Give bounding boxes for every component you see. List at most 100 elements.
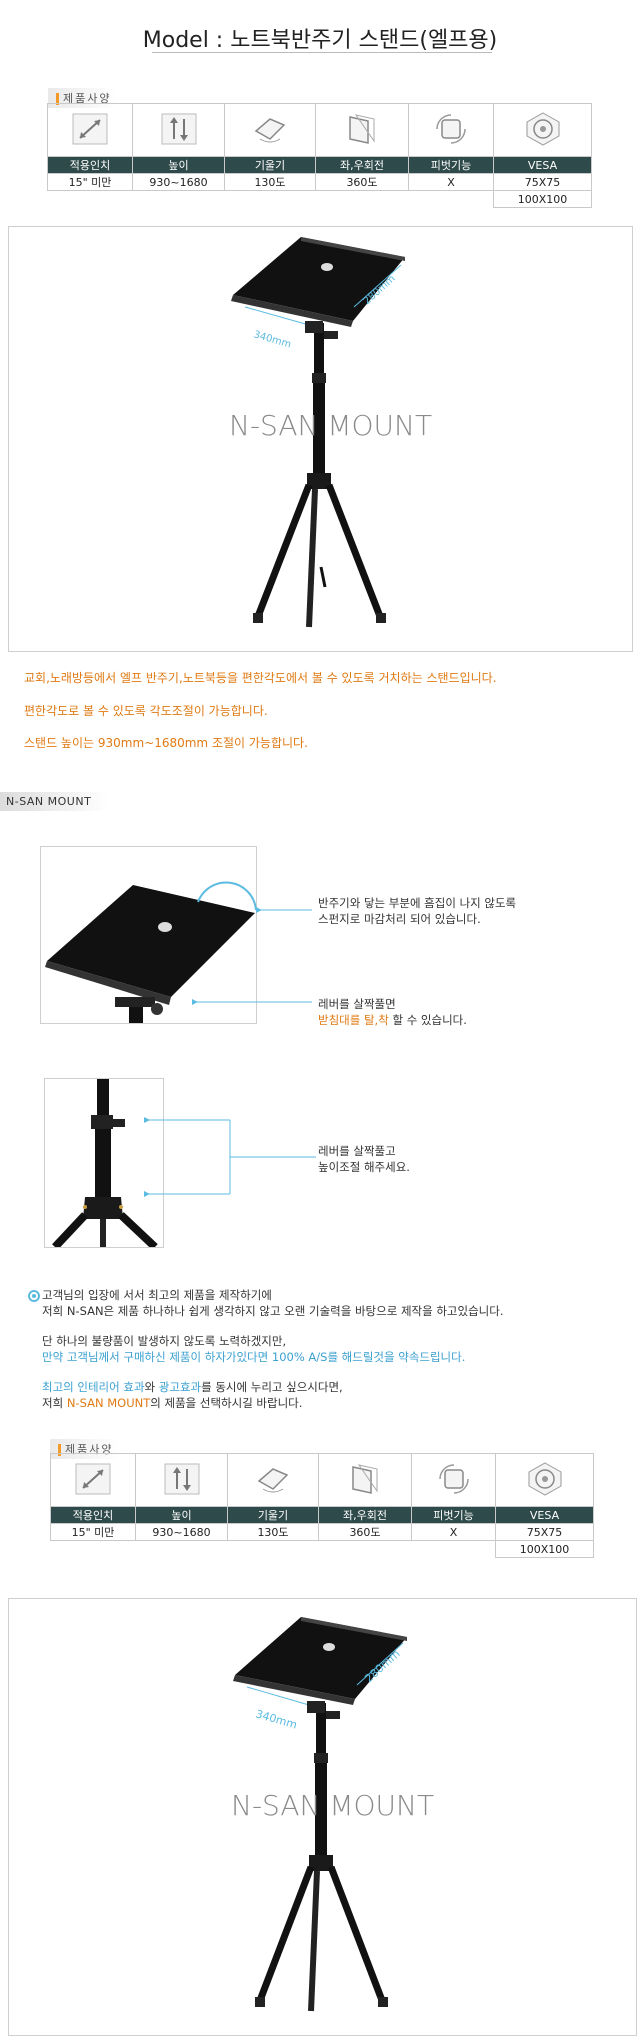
spec-header: 기울기 — [224, 156, 316, 174]
dim-width-label: 340mm — [252, 329, 292, 350]
spec-value: X — [411, 1523, 496, 1541]
spec-value: 360도 — [318, 1523, 412, 1541]
callout-height: 레버를 살짝풀고 높이조절 해주세요. — [318, 1143, 410, 1175]
pole-detail-image — [52, 1079, 158, 1250]
spec-header: 적용인치 — [50, 1506, 136, 1524]
description-line: 편한각도로 볼 수 있도록 각도조절이 가능합니다. — [24, 704, 268, 718]
spec-header: 높이 — [135, 1506, 228, 1524]
paragraph-line: 저희 N-SAN MOUNT의 제품을 선택하시길 바랍니다. — [42, 1395, 632, 1411]
spec-icon-cell — [408, 103, 494, 157]
callout-text: 반주기와 닿는 부분에 흠집이 나지 않도록 — [318, 896, 517, 910]
spec-value: 130도 — [224, 173, 316, 191]
spec-icon-cell — [411, 1453, 496, 1507]
callout-lines-pole — [144, 1117, 316, 1197]
callout-text-rest: 할 수 있습니다. — [388, 1013, 467, 1027]
pivot-icon — [436, 113, 466, 144]
callout-text: 레버를 살짝풀고 — [318, 1144, 396, 1158]
spec-value: 130도 — [227, 1523, 319, 1541]
spec-value-extra: 100X100 — [493, 190, 592, 208]
vesa-icon — [528, 1461, 561, 1496]
paragraph-line: 단 하나의 불량품이 발생하지 않도록 노력하겠지만, — [42, 1334, 287, 1348]
spec-header: VESA — [493, 156, 592, 174]
vesa-icon — [526, 111, 559, 146]
callout-lines-tray — [192, 881, 312, 1005]
spec-icon-cell — [224, 103, 316, 157]
watermark-text: N-SAN MOUNT — [231, 1789, 435, 1822]
spec-value: X — [408, 173, 494, 191]
callout-text: 받침대를 탈,착 할 수 있습니다. — [318, 1012, 467, 1028]
spec-value: 930~1680 — [135, 1523, 228, 1541]
spec-value: 360도 — [315, 173, 409, 191]
height-arrows-icon — [161, 113, 196, 144]
callout-lever: 레버를 살짝풀면 받침대를 탈,착 할 수 있습니다. — [318, 996, 467, 1028]
product-photo-frame: 340mm 280mm N-SAN MOUNT — [8, 226, 633, 652]
spec-table: 적용인치 높이 기울기 좌,우회전 피벗기능 VESA 15" 미만 930~1… — [47, 103, 592, 208]
product-photo-frame-2: 340mm 280mm N-SAN MOUNT — [8, 1598, 637, 2036]
text-span: 와 — [144, 1380, 159, 1394]
diagonal-arrow-icon — [75, 1463, 111, 1494]
spec-header: 좌,우회전 — [318, 1506, 412, 1524]
diagonal-arrow-icon — [72, 113, 108, 144]
paragraph-line: 저희 N-SAN은 제품 하나하나 쉽게 생각하지 않고 오랜 기술력을 바탕으… — [42, 1304, 504, 1318]
spec-header: 높이 — [132, 156, 225, 174]
spec-icon-cell — [135, 1453, 228, 1507]
spec-icon-cell — [315, 103, 409, 157]
spec-header: 좌,우회전 — [315, 156, 409, 174]
text-span: 의 제품을 선택하시길 바랍니다. — [150, 1396, 303, 1410]
callout-text: 높이조절 해주세요. — [318, 1160, 410, 1174]
paragraph-line: 고객님의 입장에 서서 최고의 제품을 제작하기에 — [42, 1288, 272, 1302]
spec-value-extra: 100X100 — [495, 1540, 594, 1558]
tray-detail-image — [45, 885, 255, 1023]
spec-value: 15" 미만 — [50, 1523, 136, 1541]
highlight-brand: N-SAN MOUNT — [66, 1396, 151, 1410]
detail-photo-tray — [40, 846, 257, 1024]
description-line: 스탠드 높이는 930mm~1680mm 조절이 가능합니다. — [24, 736, 308, 750]
stand-photo-2: 340mm 280mm — [233, 1617, 407, 2012]
pivot-icon — [438, 1463, 469, 1494]
rotate-icon — [349, 113, 375, 144]
text-span: 를 동시에 누리고 싶으시다면, — [201, 1380, 343, 1394]
highlight-ad: 광고효과 — [158, 1380, 202, 1394]
callout-text: 스펀지로 마감처리 되어 있습니다. — [318, 912, 481, 926]
spec-value: 930~1680 — [132, 173, 225, 191]
spec-header: 피벗기능 — [408, 156, 494, 174]
spec-header: 피벗기능 — [411, 1506, 496, 1524]
title-underline — [152, 52, 492, 53]
spec-icon-cell — [493, 103, 592, 157]
spec-value: 75X75 — [493, 173, 592, 191]
detail-photo-pole — [44, 1078, 164, 1250]
stand-photo: 340mm 280mm — [231, 237, 405, 628]
spec-value: 75X75 — [495, 1523, 594, 1541]
spec-value: 15" 미만 — [47, 173, 133, 191]
spec-header: VESA — [495, 1506, 594, 1524]
paragraph-line: 최고의 인테리어 효과와 광고효과를 동시에 누리고 싶으시다면, — [42, 1379, 632, 1395]
tilt-icon — [254, 117, 286, 142]
watermark-text: N-SAN MOUNT — [229, 409, 433, 442]
spec-icon-cell — [495, 1453, 594, 1507]
highlight-interior: 최고의 인테리어 효과 — [42, 1380, 145, 1394]
spec-icon-cell — [227, 1453, 319, 1507]
spec-header: 적용인치 — [47, 156, 133, 174]
rotate-icon — [352, 1463, 378, 1494]
callout-sponge: 반주기와 닿는 부분에 흠집이 나지 않도록 스펀지로 마감처리 되어 있습니다… — [318, 895, 516, 927]
height-arrows-icon — [164, 1463, 199, 1494]
paragraph-line: 만약 고객님께서 구매하신 제품이 하자가있다면 100% A/S를 해드릴것을… — [42, 1350, 466, 1364]
spec-icon-cell — [132, 103, 225, 157]
spec-icon-cell — [318, 1453, 412, 1507]
spec-icon-cell — [50, 1453, 136, 1507]
page-title: Model : 노트북반주기 스탠드(엘프용) — [142, 28, 498, 53]
dim-width-label: 340mm — [254, 1707, 298, 1731]
spec-header: 기울기 — [227, 1506, 319, 1524]
tilt-icon — [257, 1467, 289, 1492]
callout-highlight: 받침대를 탈,착 — [318, 1013, 389, 1027]
bullet-icon — [28, 1290, 40, 1302]
spec-label-text: 제품사양 — [63, 92, 112, 105]
description-line: 교회,노래방등에서 엘프 반주기,노트북등을 편한각도에서 볼 수 있도록 거치… — [24, 671, 497, 685]
spec-label-text: 제품사양 — [65, 1443, 114, 1456]
callout-text: 레버를 살짝풀면 — [318, 997, 396, 1011]
spec-icon-cell — [47, 103, 133, 157]
spec-table-2: 적용인치 높이 기울기 좌,우회전 피벗기능 VESA 15" 미만 930~1… — [50, 1453, 594, 1558]
text-span: 저희 — [42, 1396, 67, 1410]
info-paragraph: 고객님의 입장에 서서 최고의 제품을 제작하기에 저희 N-SAN은 제품 하… — [42, 1287, 632, 1411]
brand-tag: N-SAN MOUNT — [0, 792, 108, 811]
